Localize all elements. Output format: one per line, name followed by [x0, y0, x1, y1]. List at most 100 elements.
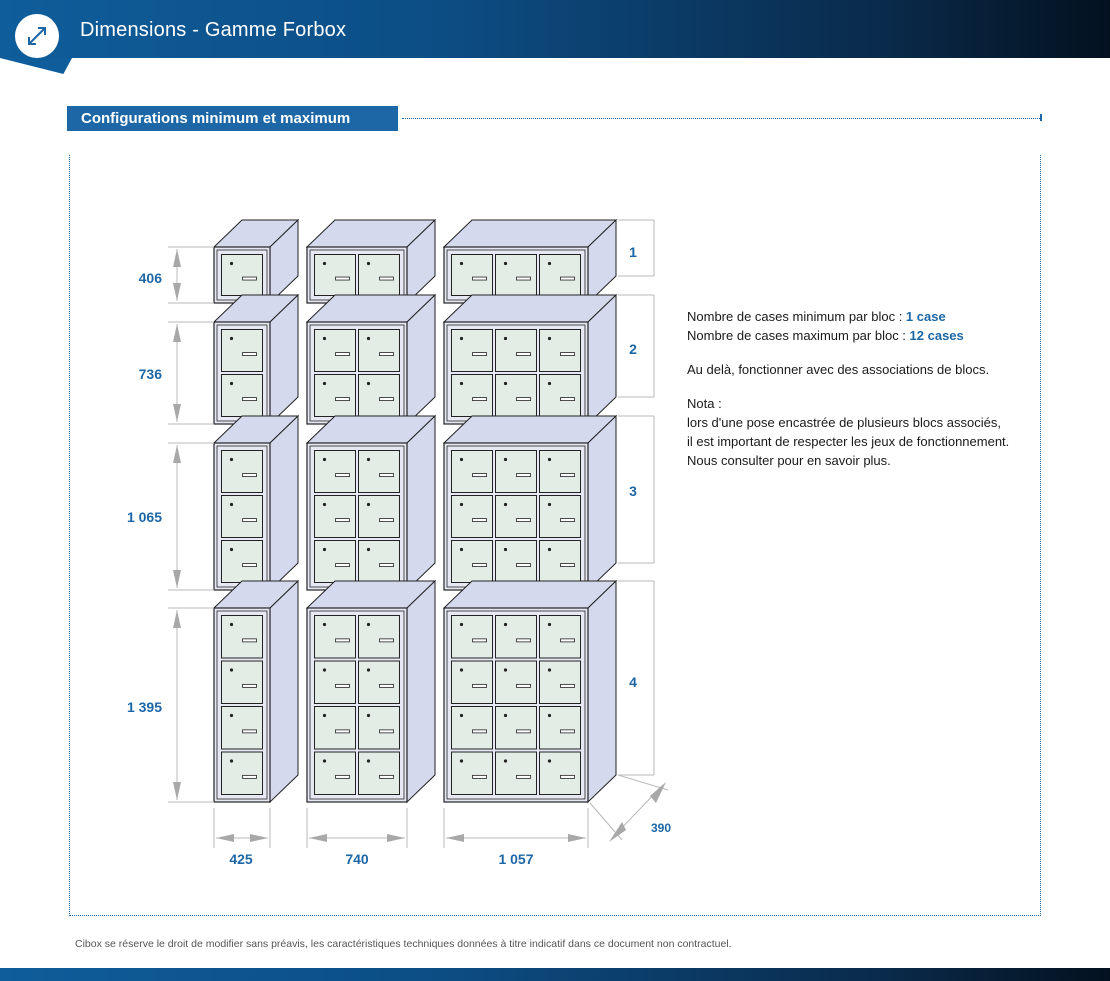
- mail-slot: [242, 774, 257, 779]
- door-panel: [539, 751, 581, 795]
- door-panel: [221, 374, 263, 417]
- locker-door: [451, 706, 493, 750]
- door-panel: [495, 254, 537, 296]
- mail-slot: [242, 563, 257, 567]
- section-title: Configurations minimum et maximum: [67, 106, 398, 131]
- locker-door: [358, 495, 400, 538]
- locker-door: [314, 254, 356, 296]
- mail-slot: [472, 638, 487, 643]
- row-label-1: 1: [629, 244, 637, 260]
- lock-icon: [229, 261, 234, 266]
- lock-icon: [322, 547, 327, 552]
- height-label-3: 1 065: [127, 509, 162, 525]
- locker-door: [451, 329, 493, 372]
- lock-icon: [459, 713, 464, 718]
- row-label-3: 3: [629, 483, 637, 499]
- lock-icon: [503, 381, 508, 386]
- door-panel: [451, 495, 493, 538]
- door-panel: [451, 660, 493, 704]
- mail-slot: [560, 276, 575, 281]
- arrow-up-right-icon: [650, 782, 666, 803]
- lock-icon: [459, 261, 464, 266]
- door-panel: [539, 254, 581, 296]
- mail-slot: [516, 683, 531, 688]
- locker-door: [495, 374, 537, 417]
- door-panel: [358, 495, 400, 538]
- lock-icon: [322, 713, 327, 718]
- lock-icon: [547, 336, 552, 341]
- door-panel: [314, 660, 356, 704]
- cabinet-side: [406, 414, 436, 592]
- door-panel: [314, 495, 356, 538]
- door-panel: [451, 374, 493, 417]
- section-divider: [402, 118, 1040, 119]
- mail-slot: [516, 276, 531, 281]
- mail-slot: [379, 729, 394, 734]
- mail-slot: [472, 518, 487, 522]
- mail-slot: [379, 774, 394, 779]
- lock-icon: [322, 457, 327, 462]
- arrow-right-icon: [387, 834, 405, 842]
- door-panel: [221, 751, 263, 795]
- locker-door: [314, 615, 356, 659]
- cabinet-block: [212, 579, 300, 804]
- lock-icon: [322, 759, 327, 763]
- mail-slot: [560, 352, 575, 357]
- lock-icon: [366, 622, 371, 627]
- mail-slot: [560, 563, 575, 567]
- width-label-1: 425: [229, 851, 253, 867]
- mail-slot: [379, 638, 394, 643]
- lock-icon: [503, 622, 508, 627]
- cabinet-side: [587, 579, 617, 804]
- mail-slot: [516, 774, 531, 779]
- door-panel: [358, 540, 400, 583]
- lock-icon: [547, 622, 552, 627]
- cabinet-block: [305, 293, 437, 426]
- door-panel: [221, 495, 263, 538]
- min-cases-line: Nombre de cases minimum par bloc : 1 cas…: [687, 307, 1009, 326]
- cabinet-side: [269, 414, 299, 592]
- door-panel: [358, 706, 400, 750]
- cabinet-side: [406, 579, 436, 804]
- locker-door: [358, 254, 400, 296]
- locker-door: [221, 540, 263, 583]
- door-panel: [314, 540, 356, 583]
- cabinet-side: [587, 414, 617, 592]
- mail-slot: [516, 638, 531, 643]
- locker-door: [358, 540, 400, 583]
- mail-slot: [560, 729, 575, 734]
- locker-door: [539, 706, 581, 750]
- door-panel: [495, 660, 537, 704]
- mail-slot: [472, 276, 487, 281]
- lock-icon: [503, 457, 508, 462]
- lock-icon: [366, 502, 371, 507]
- lock-icon: [229, 336, 234, 341]
- lock-icon: [547, 502, 552, 507]
- lock-icon: [322, 668, 327, 672]
- mail-slot: [335, 473, 350, 478]
- locker-door: [451, 615, 493, 659]
- min-cases-text: Nombre de cases minimum par bloc :: [687, 309, 906, 324]
- height-label-1: 406: [139, 270, 163, 286]
- locker-door: [358, 615, 400, 659]
- locker-door: [451, 450, 493, 493]
- locker-door: [221, 660, 263, 704]
- locker-door: [358, 450, 400, 493]
- locker-door: [495, 751, 537, 795]
- door-panel: [539, 329, 581, 372]
- max-cases-line: Nombre de cases maximum par bloc : 12 ca…: [687, 326, 1009, 345]
- locker-door: [539, 540, 581, 583]
- page-title: Dimensions - Gamme Forbox: [80, 19, 347, 41]
- mail-slot: [379, 352, 394, 357]
- locker-door: [451, 495, 493, 538]
- door-panel: [539, 660, 581, 704]
- lock-icon: [503, 261, 508, 266]
- door-panel: [314, 615, 356, 659]
- cabinet-side: [269, 579, 299, 804]
- lock-icon: [503, 502, 508, 507]
- door-panel: [358, 374, 400, 417]
- mail-slot: [560, 397, 575, 402]
- mail-slot: [335, 729, 350, 734]
- min-cases-value: 1 case: [905, 309, 946, 324]
- door-panel: [314, 329, 356, 372]
